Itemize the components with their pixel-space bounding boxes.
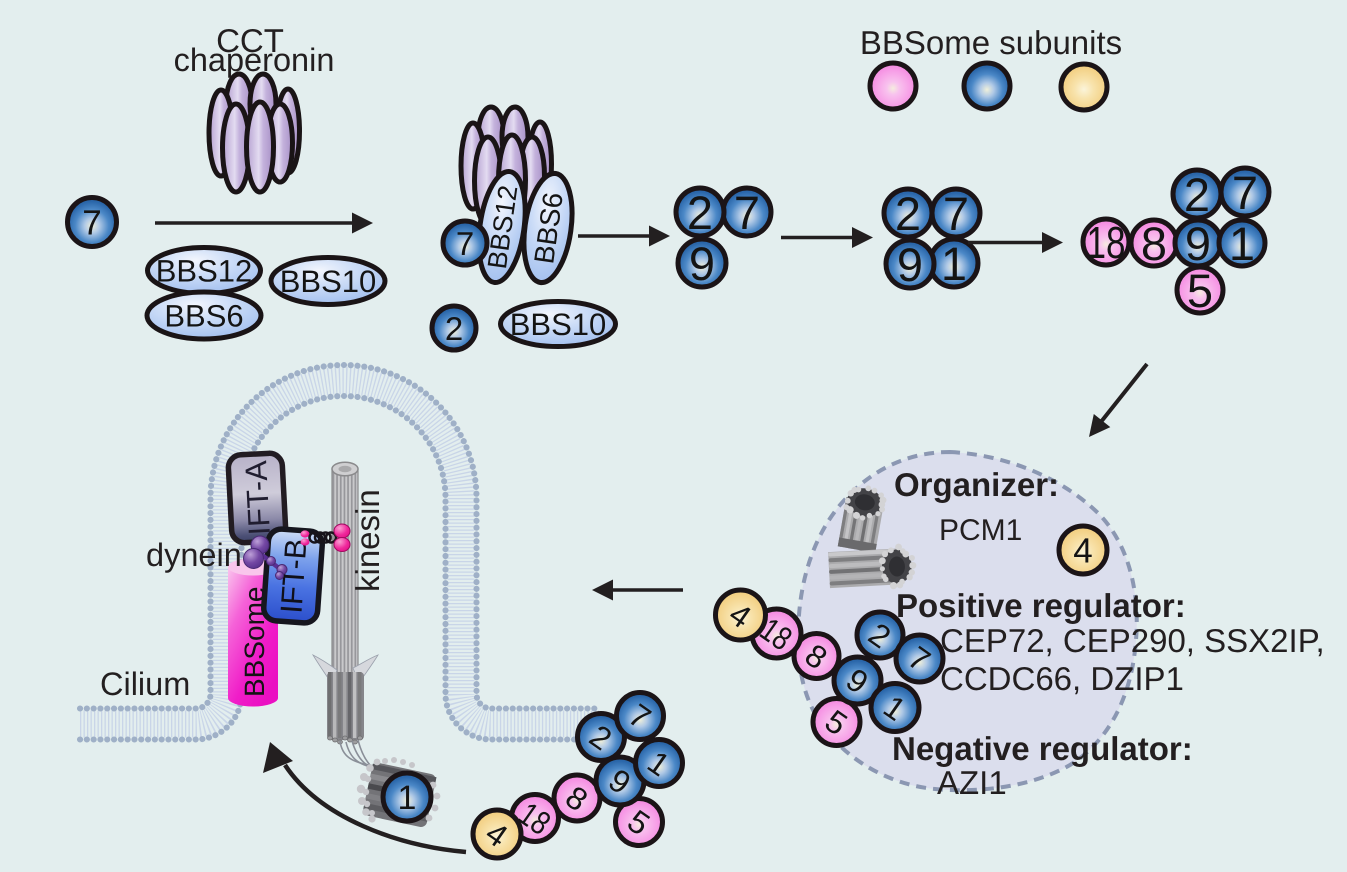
svg-text:7: 7 [82,204,101,243]
svg-text:BBSome subunits: BBSome subunits [860,24,1122,61]
svg-text:7: 7 [943,187,969,240]
svg-text:9: 9 [897,238,923,291]
svg-text:5: 5 [1187,264,1213,317]
svg-text:9: 9 [689,237,715,290]
svg-text:2: 2 [445,310,463,347]
svg-text:CCT: CCT [216,22,284,59]
svg-text:chaperonin: chaperonin [174,42,335,78]
svg-text:Organizer:: Organizer: [894,466,1059,503]
svg-text:Positive regulator:: Positive regulator: [896,587,1186,624]
svg-text:Cilium: Cilium [100,666,190,702]
svg-text:4: 4 [1073,532,1092,571]
svg-text:BBS10: BBS10 [510,307,607,342]
svg-text:2: 2 [1184,168,1210,221]
svg-text:dynein: dynein [146,537,242,573]
svg-text:2: 2 [687,186,713,239]
svg-text:Negative regulator:: Negative regulator: [892,730,1193,767]
svg-text:1: 1 [398,779,417,817]
svg-text:9: 9 [1185,217,1211,270]
svg-text:kinesin: kinesin [349,489,386,592]
svg-text:7: 7 [456,225,474,262]
svg-text:8: 8 [1141,217,1167,270]
svg-text:1: 1 [941,237,967,290]
svg-text:AZI1: AZI1 [937,764,1007,801]
svg-text:BBS12: BBS12 [156,254,253,289]
svg-text:PCM1: PCM1 [939,514,1022,547]
svg-text:2: 2 [895,187,921,240]
svg-text:CEP72, CEP290, SSX2IP,: CEP72, CEP290, SSX2IP, [940,622,1325,659]
svg-text:7: 7 [734,186,760,239]
svg-text:1: 1 [1229,217,1255,270]
svg-text:IFT-A: IFT-A [239,459,277,536]
svg-text:CCDC66, DZIP1: CCDC66, DZIP1 [940,660,1184,697]
svg-text:7: 7 [1232,166,1258,219]
svg-text:BBS6: BBS6 [164,299,243,334]
svg-text:BBS10: BBS10 [280,264,377,299]
svg-text:18: 18 [1086,217,1125,268]
